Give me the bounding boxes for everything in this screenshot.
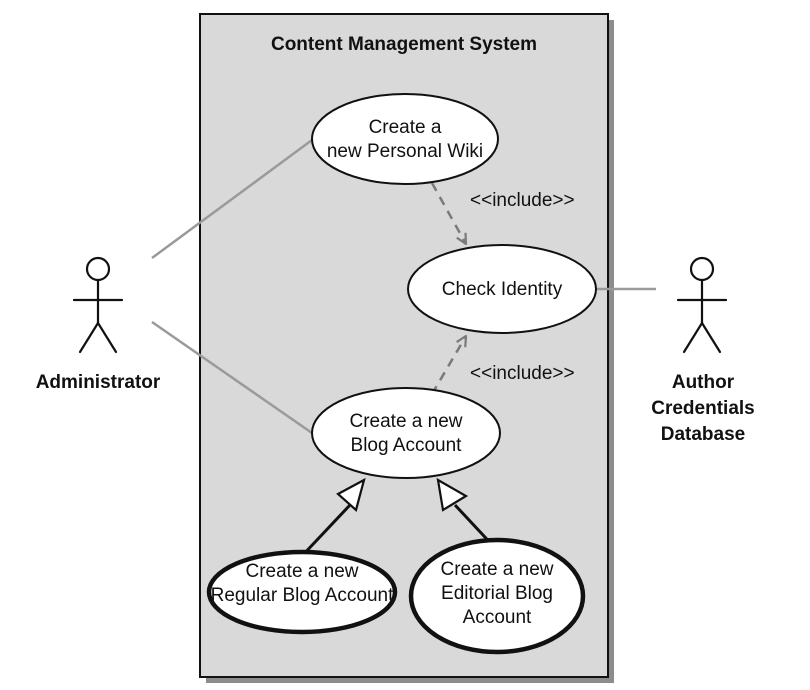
svg-text:Create a: Create a <box>369 117 442 138</box>
svg-text:Create a new: Create a new <box>245 561 358 582</box>
actor-administrator-icon <box>72 256 124 354</box>
svg-text:Account: Account <box>463 607 532 628</box>
include-label-bottom: <<include>> <box>470 363 575 384</box>
use-case-check-identity: Check Identity <box>407 244 597 334</box>
include-arrow-top <box>430 182 466 244</box>
svg-text:Check Identity: Check Identity <box>442 279 563 300</box>
svg-text:Regular Blog Account: Regular Blog Account <box>211 585 394 606</box>
svg-text:Create a new: Create a new <box>349 411 462 432</box>
actor-author-db-label-line1: Author <box>672 372 735 393</box>
svg-text:Editorial Blog: Editorial Blog <box>441 583 553 604</box>
use-case-blog-account: Create a new Blog Account <box>311 387 501 479</box>
association-admin-blog <box>151 320 313 435</box>
actor-author-db-icon <box>676 256 728 354</box>
generalization-arrowhead-right <box>436 477 469 512</box>
include-arrow-bottom <box>430 336 466 395</box>
use-case-editorial-blog: Create a new Editorial Blog Account <box>408 537 586 655</box>
actor-author-db-label-line2: Credentials <box>651 398 754 419</box>
use-case-personal-wiki: Create a new Personal Wiki <box>311 93 499 185</box>
generalization-arrowhead-left <box>336 477 366 513</box>
svg-text:new Personal Wiki: new Personal Wiki <box>327 141 483 162</box>
use-case-regular-blog: Create a new Regular Blog Account <box>206 549 398 635</box>
system-title: Content Management System <box>271 34 537 55</box>
actor-administrator-label: Administrator <box>36 372 161 393</box>
association-admin-wiki <box>151 138 313 260</box>
generalization-line-regular <box>298 503 352 560</box>
svg-text:Create a new: Create a new <box>440 559 553 580</box>
svg-text:Blog Account: Blog Account <box>351 435 463 456</box>
actor-author-db-label-line3: Database <box>661 424 746 445</box>
include-label-top: <<include>> <box>470 190 575 211</box>
